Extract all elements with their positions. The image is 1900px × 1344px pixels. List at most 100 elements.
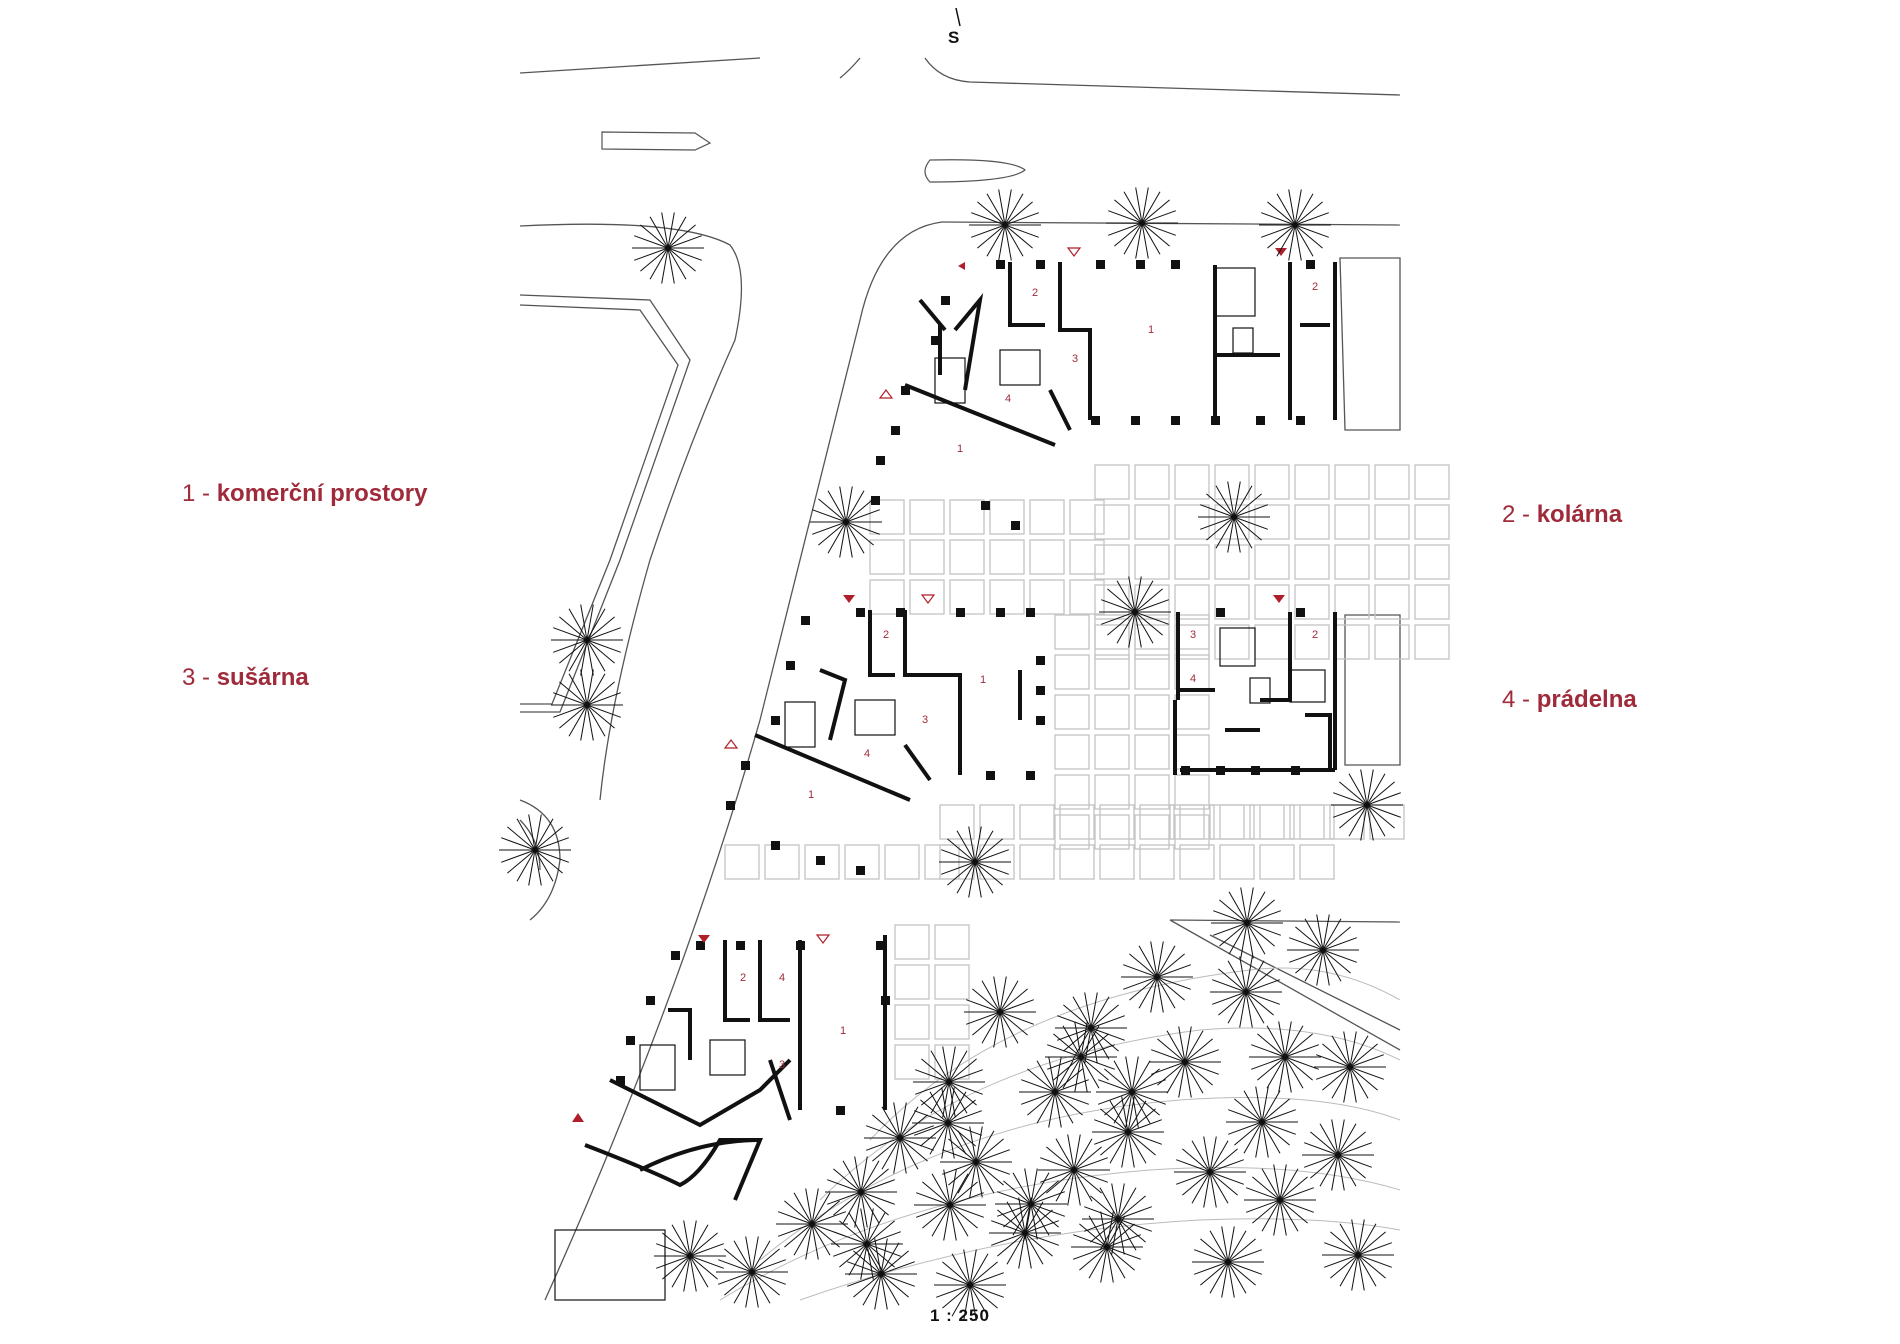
paving-tile xyxy=(1174,584,1210,620)
paving-tile xyxy=(1214,584,1250,620)
entrances xyxy=(572,247,1287,1122)
paving-tile xyxy=(1374,584,1410,620)
room-number: 3 xyxy=(1072,353,1078,365)
legend-label: prádelna xyxy=(1536,686,1637,713)
column xyxy=(1036,716,1045,725)
legend-number: 3 - xyxy=(182,664,217,691)
tree-icon xyxy=(1211,887,1283,959)
tree-icon xyxy=(864,1102,936,1174)
column xyxy=(771,841,780,850)
column xyxy=(881,996,890,1005)
tree-icon xyxy=(716,1236,788,1308)
paving-tile xyxy=(1334,544,1370,580)
paving-tile xyxy=(1299,804,1335,840)
tree-icon xyxy=(939,826,1011,898)
paving-tile xyxy=(1019,804,1055,840)
paving-tile xyxy=(1174,734,1210,770)
paving-tile xyxy=(1134,504,1170,540)
tree-icon xyxy=(989,1197,1061,1269)
paving-tile xyxy=(949,499,985,535)
tree-icon xyxy=(934,1249,1006,1321)
column xyxy=(891,426,900,435)
column xyxy=(616,1076,625,1085)
tree-icon xyxy=(1192,1226,1264,1298)
tree-icon xyxy=(914,1169,986,1241)
column xyxy=(1211,416,1220,425)
paving-tile xyxy=(1134,544,1170,580)
column xyxy=(876,456,885,465)
column xyxy=(726,801,735,810)
paving-tile xyxy=(1374,504,1410,540)
column xyxy=(1036,656,1045,665)
block-b-walls xyxy=(868,610,895,677)
paving-tile xyxy=(1134,584,1170,620)
tree-icon xyxy=(1198,481,1270,553)
column xyxy=(1036,686,1045,695)
tree-icon xyxy=(551,669,623,741)
tree-icon xyxy=(1071,1211,1143,1283)
paving-tile xyxy=(869,499,905,535)
column xyxy=(981,501,990,510)
block-c-walls xyxy=(723,940,750,1022)
paving-tile xyxy=(1414,584,1450,620)
paving-tile xyxy=(1094,654,1130,690)
column xyxy=(1256,416,1265,425)
stair-icon xyxy=(709,1039,746,1076)
column xyxy=(871,496,880,505)
legend-number: 2 - xyxy=(1502,501,1537,528)
tree-icon xyxy=(1210,956,1282,1028)
paving-tile xyxy=(1334,624,1370,660)
legend-label: komerční prostory xyxy=(216,480,428,507)
paving-tile xyxy=(1094,464,1130,500)
paving-tile xyxy=(1294,624,1330,660)
entrance-triangle-icon xyxy=(1273,595,1285,603)
entrance-triangle-icon xyxy=(1275,248,1287,256)
columns xyxy=(616,260,1315,1115)
paving-tile xyxy=(1254,624,1290,660)
room-number: 4 xyxy=(779,972,785,984)
tree-icon xyxy=(1038,1134,1110,1206)
block-a-walls xyxy=(1008,262,1045,327)
paving-tile xyxy=(1294,504,1330,540)
paving-tile xyxy=(1174,504,1210,540)
paving-tile xyxy=(1174,694,1210,730)
paving-tile xyxy=(1174,544,1210,580)
column xyxy=(1011,521,1020,530)
tree-icon xyxy=(1092,1096,1164,1168)
column xyxy=(856,608,865,617)
entrance-triangle-icon xyxy=(1066,247,1082,257)
column xyxy=(986,771,995,780)
room-number: 3 xyxy=(1190,629,1196,641)
paving-tile xyxy=(1069,579,1105,615)
room-number: 2 xyxy=(1312,281,1318,293)
stair-icon xyxy=(999,349,1041,386)
street-island xyxy=(924,159,1026,183)
paving-tile xyxy=(934,924,970,960)
paving-tile xyxy=(989,539,1025,575)
room-number: 1 xyxy=(957,443,963,455)
column xyxy=(896,608,905,617)
paving-tile xyxy=(1174,814,1210,850)
column xyxy=(941,296,950,305)
paving-grid xyxy=(724,464,1450,1080)
column xyxy=(1096,260,1105,269)
paving-tile xyxy=(934,964,970,1000)
tree-icon xyxy=(969,189,1041,261)
room-number: 4 xyxy=(864,748,870,760)
building-walls xyxy=(584,262,1337,1201)
stair-icon xyxy=(1232,327,1254,354)
tree-icon xyxy=(499,814,571,886)
paving-tile xyxy=(939,804,975,840)
column xyxy=(1091,416,1100,425)
column xyxy=(1171,416,1180,425)
paving-tile xyxy=(724,844,760,880)
paving-tile xyxy=(1334,584,1370,620)
stair-icon xyxy=(1249,677,1271,704)
paving-tile xyxy=(934,1004,970,1040)
column xyxy=(901,386,910,395)
paving-tile xyxy=(894,1004,930,1040)
stair-icon xyxy=(1289,669,1326,703)
trees xyxy=(499,187,1403,1321)
legend-number: 1 - xyxy=(182,480,217,507)
